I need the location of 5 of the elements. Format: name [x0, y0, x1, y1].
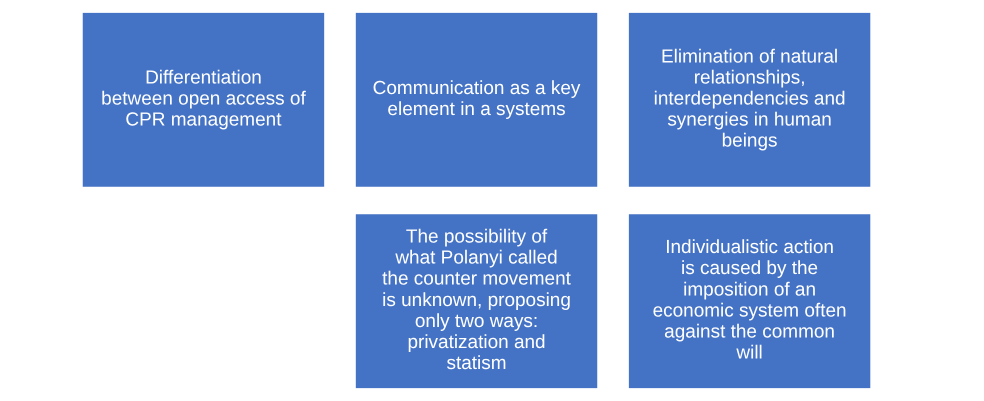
- node-box: Individualistic action is caused by the imposition of an economic system often against the common will: [628, 213, 872, 390]
- node-box: The possibility of what Polanyi called the counter movement is unknown, proposing only two ways: privatization and statism: [354, 213, 598, 390]
- node-box: Differentiation between open access of CPR management: [82, 12, 326, 188]
- node-box: Elimination of natural relationships, interdependencies and synergies in human beings: [628, 12, 872, 188]
- node-box: Communication as a key element in a systems: [354, 12, 598, 188]
